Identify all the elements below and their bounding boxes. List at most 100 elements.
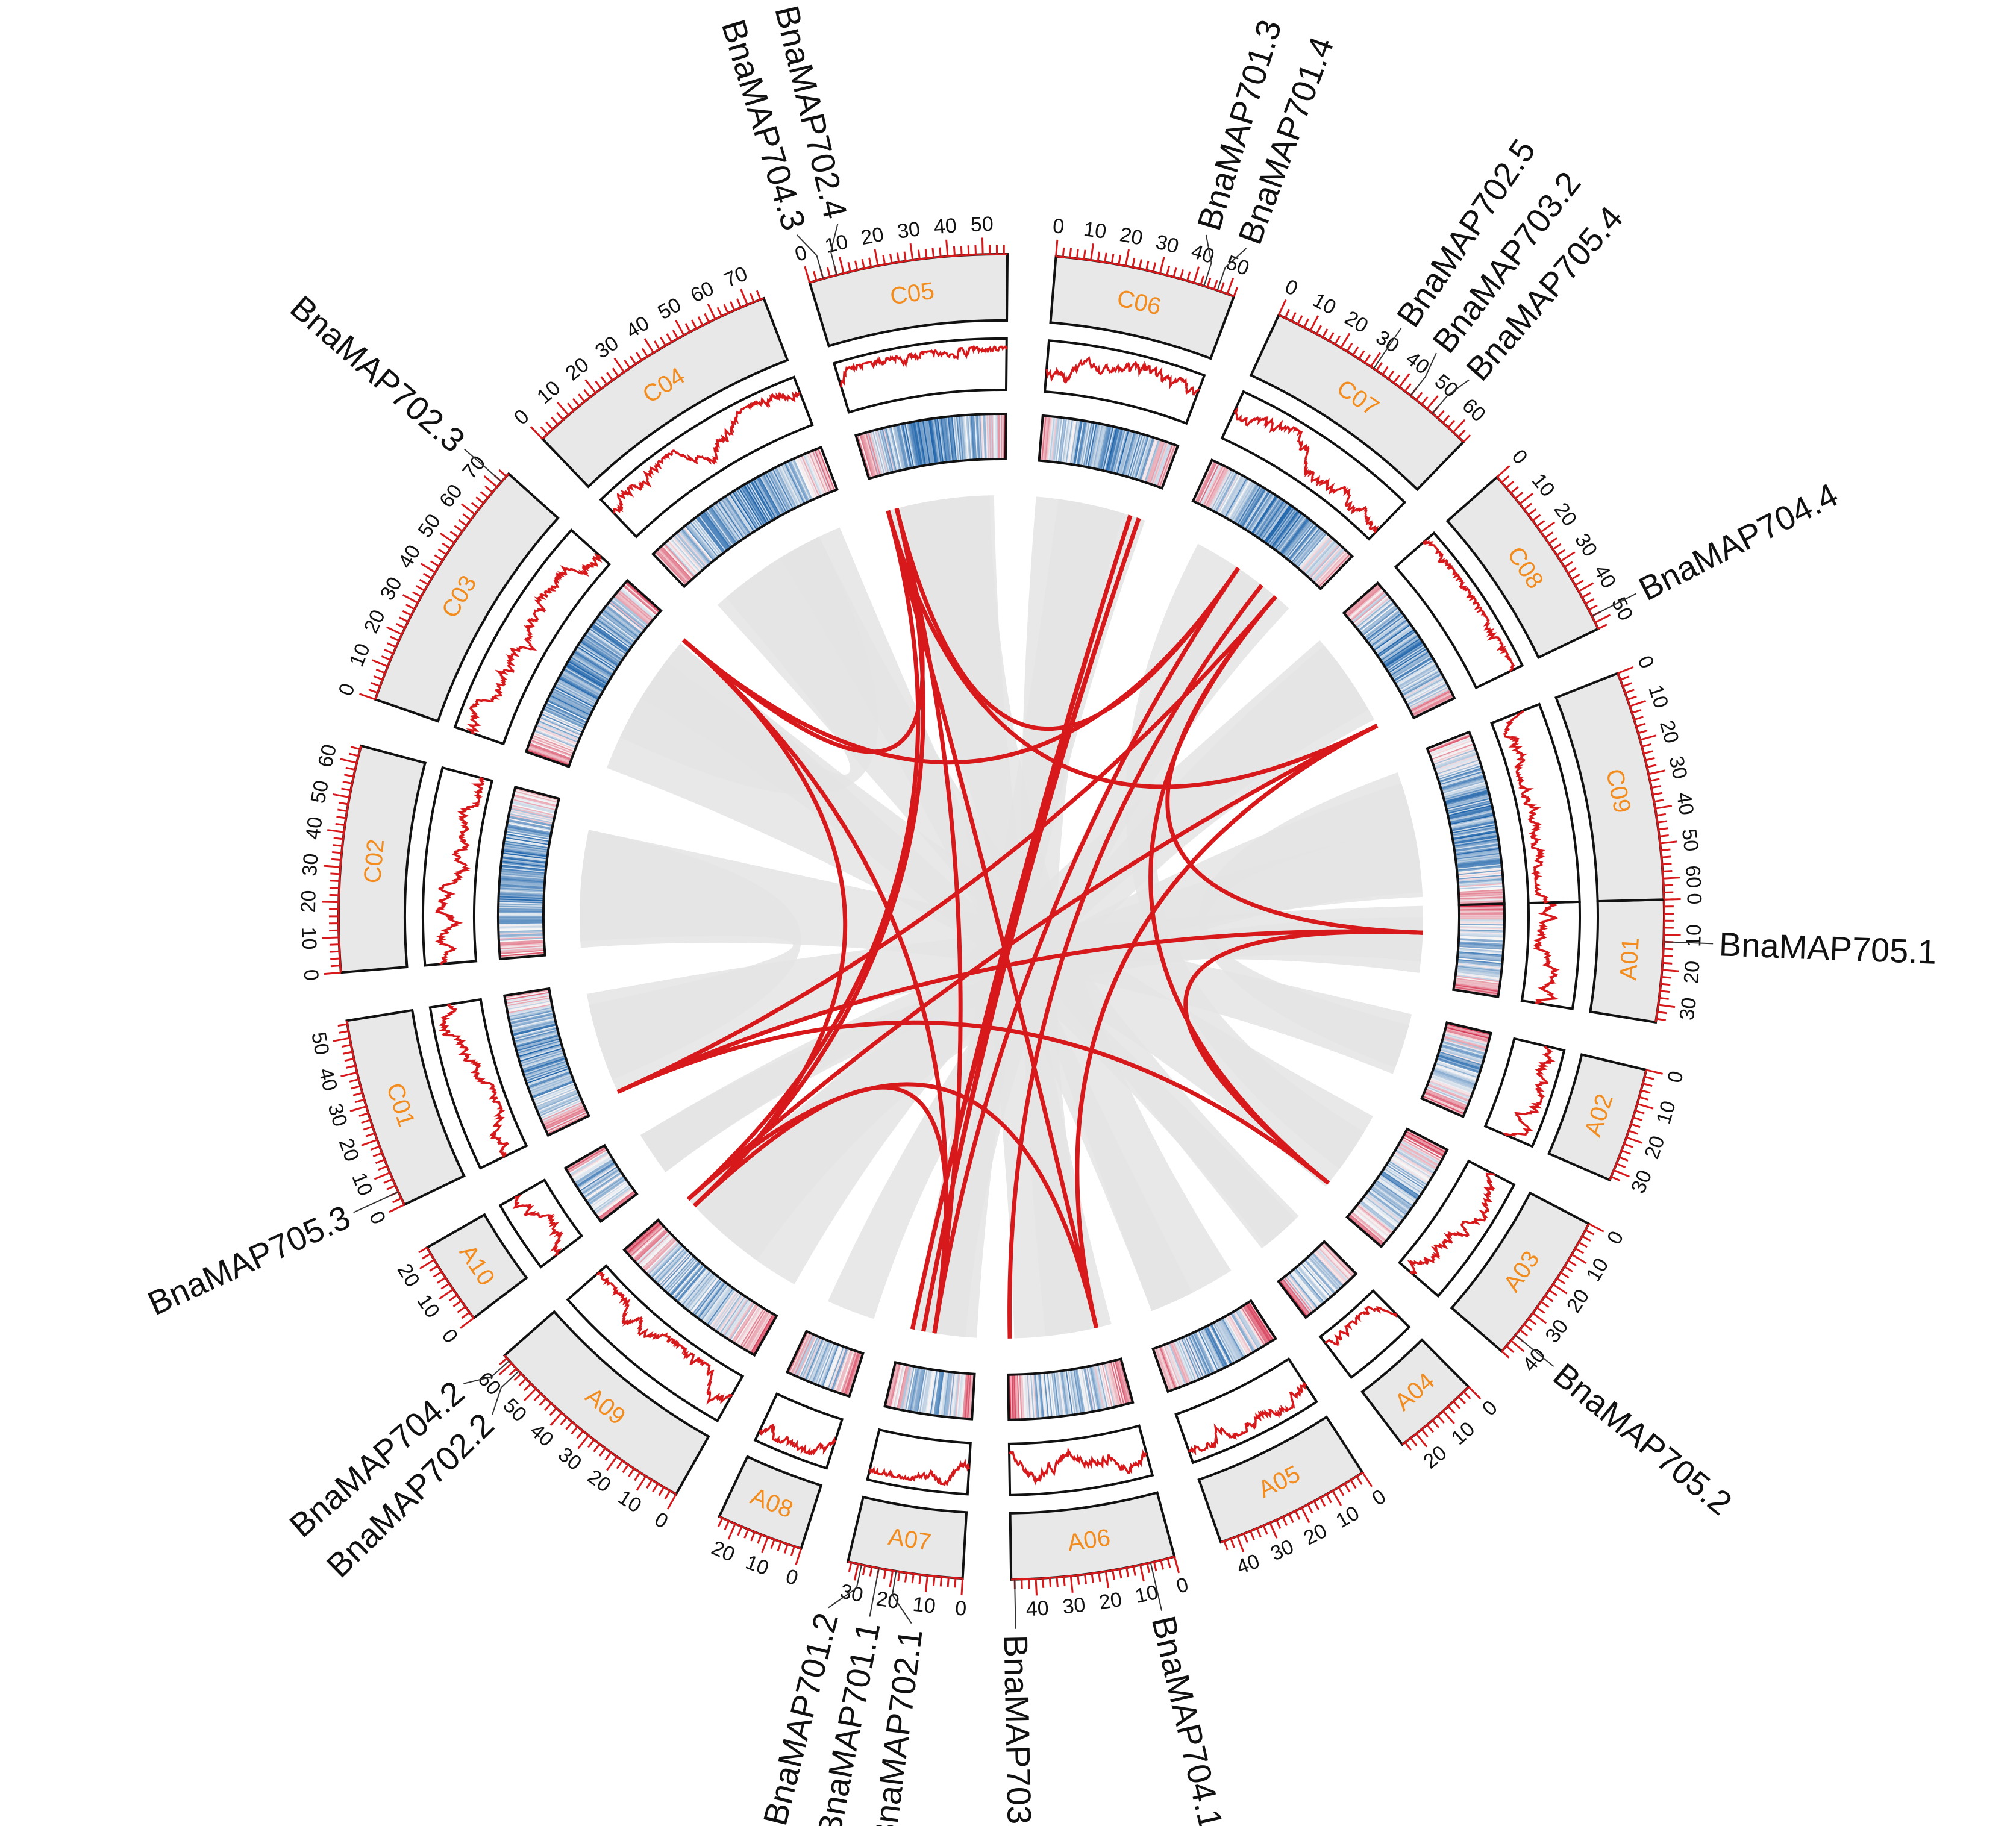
heatmap-cell [1238, 1308, 1262, 1348]
heatmap-cell [1273, 511, 1301, 549]
tick-label: 30 [1664, 754, 1691, 781]
heatmap-cell [1360, 604, 1397, 634]
synteny-ribbon [619, 536, 878, 795]
heatmap-cell [669, 537, 701, 573]
heatmap-cell [1433, 1069, 1476, 1086]
heatmap-cell [1350, 1212, 1386, 1243]
heatmap-cell [1457, 952, 1503, 958]
heatmap-cell [507, 819, 553, 829]
axis-tick [551, 416, 559, 425]
heatmap-cell [1447, 802, 1492, 815]
density-line [1188, 1381, 1307, 1456]
heatmap-cell [513, 1027, 557, 1040]
heatmap-cell [978, 414, 981, 460]
synteny-ribbon [921, 566, 1289, 1337]
heatmap-cell [1061, 1371, 1069, 1416]
heatmap-cell [1405, 1131, 1447, 1154]
heatmap-cell [929, 419, 938, 464]
heatmap-cell [1426, 1087, 1468, 1106]
axis-tick [848, 1562, 853, 1572]
heatmap-cell [1056, 417, 1064, 463]
gene-label: BnaMAP705.2 [1547, 1355, 1739, 1522]
heatmap-cell [533, 731, 576, 749]
heatmap-cell [1185, 1336, 1204, 1378]
heatmap-cell [1444, 1032, 1489, 1045]
axis-tick [954, 1578, 957, 1588]
heatmap-cell [1436, 1058, 1480, 1074]
heatmap-cell [507, 821, 552, 831]
heatmap-cell [1380, 1172, 1419, 1199]
axis-tick [896, 252, 900, 263]
heatmap-cell [1210, 469, 1232, 510]
heatmap-cell [735, 1305, 761, 1345]
heatmap-cell [1249, 493, 1275, 533]
heatmap-cell [1232, 1312, 1256, 1352]
heatmap-cell [1429, 1078, 1473, 1096]
heatmap-cell [559, 676, 599, 699]
axis-tick [1352, 346, 1359, 356]
heatmap-cell [1445, 794, 1490, 807]
heatmap-cell [974, 414, 978, 460]
heatmap-cell [549, 694, 591, 716]
heatmap-cell [504, 841, 549, 850]
heatmap-cell [1436, 758, 1480, 774]
heatmap-cell [1383, 639, 1422, 665]
heatmap-cell [503, 842, 549, 851]
heatmap-cell [1042, 1372, 1048, 1418]
heatmap-cell [990, 414, 993, 460]
axis-tick [643, 338, 654, 354]
axis-tick [903, 251, 907, 261]
heatmap-cell [1071, 419, 1080, 465]
heatmap-cell [751, 480, 775, 520]
heatmap-cell [1376, 628, 1414, 655]
heatmap-cell [1168, 1342, 1186, 1386]
axis-tick [931, 248, 935, 258]
heatmap-cell [1234, 483, 1259, 524]
heatmap-cell [673, 1263, 704, 1299]
heatmap-cell [812, 450, 830, 493]
heatmap-cell [905, 422, 916, 467]
heatmap-cell [1439, 1048, 1484, 1063]
heatmap-cell [510, 1019, 556, 1031]
heatmap-cell [996, 414, 998, 460]
gene-link [681, 638, 948, 1334]
heatmap-cell [593, 621, 631, 649]
heatmap-cell [1236, 484, 1260, 525]
tick-label: 30 [1153, 230, 1181, 258]
heatmap-cell [1236, 1309, 1262, 1349]
heatmap-cell [659, 1252, 692, 1287]
heatmap-cell [1457, 873, 1503, 879]
tick-label: 20 [297, 890, 321, 913]
heatmap-cell [676, 532, 707, 567]
heatmap-cell [578, 1164, 617, 1190]
heatmap-cell [1113, 1360, 1126, 1405]
heatmap-cell [1077, 1368, 1087, 1413]
axis-tick [1633, 1116, 1643, 1121]
heatmap-cell [513, 792, 558, 805]
heatmap-cell [797, 1335, 817, 1377]
heatmap-cell [1048, 1372, 1056, 1418]
heatmap-cell [804, 453, 823, 496]
heatmap-cell [815, 449, 833, 492]
axis-tick [329, 887, 340, 889]
heatmap-cell [1351, 1211, 1387, 1242]
tick-label: 60 [314, 742, 342, 770]
heatmap-cell [1179, 1338, 1198, 1381]
axis-tick [1055, 239, 1059, 257]
heatmap-cell [504, 840, 549, 849]
heatmap-cell [1239, 1307, 1265, 1347]
axis-tick [324, 865, 341, 868]
density-line [435, 777, 485, 965]
heatmap-cell [1212, 470, 1234, 511]
heatmap-cell [1448, 810, 1494, 821]
heatmap-cell [501, 859, 546, 866]
axis-tick [1644, 1075, 1654, 1080]
heatmap-cell [509, 814, 554, 825]
heatmap-cell [499, 947, 545, 952]
heatmap-cell [936, 417, 944, 463]
heatmap-cell [1088, 423, 1099, 468]
axis-tick [331, 858, 342, 861]
heatmap-cell [807, 1339, 826, 1382]
heatmap-cell [1206, 1325, 1229, 1367]
heatmap-cell [1439, 768, 1483, 783]
